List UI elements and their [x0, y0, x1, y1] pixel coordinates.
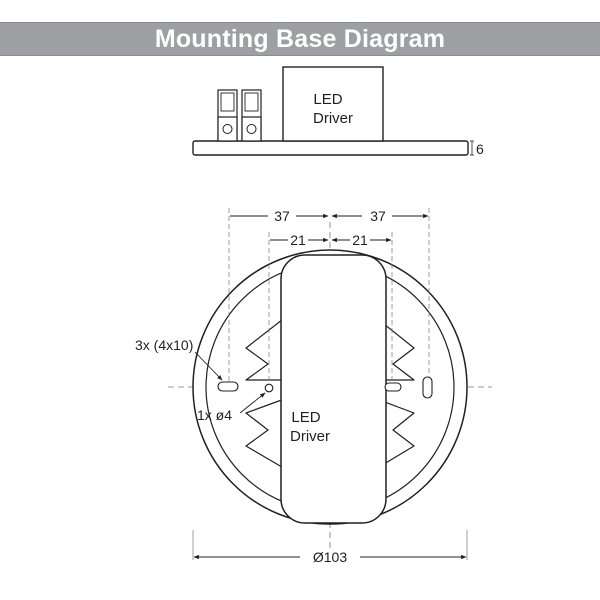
slot-callout: 3x (4x10)	[135, 337, 193, 353]
diameter-dimension: Ø103	[313, 549, 347, 565]
dim-inner-right: 21	[352, 232, 368, 248]
mounting-slot-center	[384, 382, 402, 392]
terminal-block-left	[217, 89, 238, 142]
side-driver-label-line2: Driver	[313, 110, 353, 127]
mounting-slot-left	[217, 381, 239, 392]
dim-outer-right: 37	[370, 208, 386, 224]
top-driver-label-line2: Driver	[290, 428, 330, 445]
page-title: Mounting Base Diagram	[154, 24, 446, 53]
top-driver-label-line1: LED	[291, 409, 320, 426]
mounting-slot-right	[422, 376, 433, 399]
side-view: LED Driver 6	[192, 66, 484, 157]
mounting-hole	[264, 383, 274, 393]
dim-inner-left: 21	[290, 232, 306, 248]
title-bar: Mounting Base Diagram	[0, 22, 600, 56]
driver-box-side	[282, 66, 384, 142]
hole-callout: 1x ø4	[197, 407, 232, 423]
side-driver-label-line1: LED	[313, 91, 342, 108]
driver-footprint	[280, 254, 387, 524]
top-view: LED Driver 37 37 21 21 3x (4x10) 1x ø4	[135, 208, 492, 565]
thickness-dimension: 6	[476, 141, 484, 157]
base-plate-side	[192, 140, 469, 156]
terminal-block-right	[241, 89, 262, 142]
dim-outer-left: 37	[274, 208, 290, 224]
